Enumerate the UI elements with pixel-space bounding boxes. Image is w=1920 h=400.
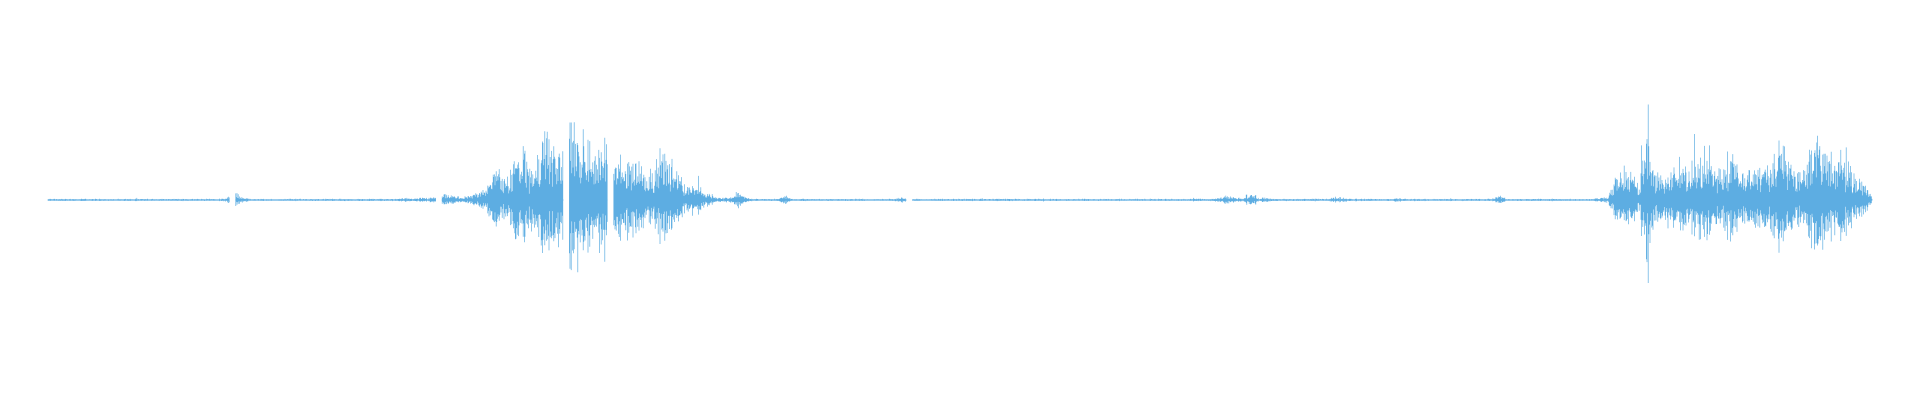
waveform-gap (229, 199, 236, 201)
waveform-gap (906, 199, 913, 201)
waveform-gap (563, 199, 570, 201)
waveform-gap (435, 199, 442, 201)
waveform-samples (47, 104, 1873, 283)
waveform-trace (47, 104, 1873, 283)
waveform-gap (607, 199, 614, 201)
